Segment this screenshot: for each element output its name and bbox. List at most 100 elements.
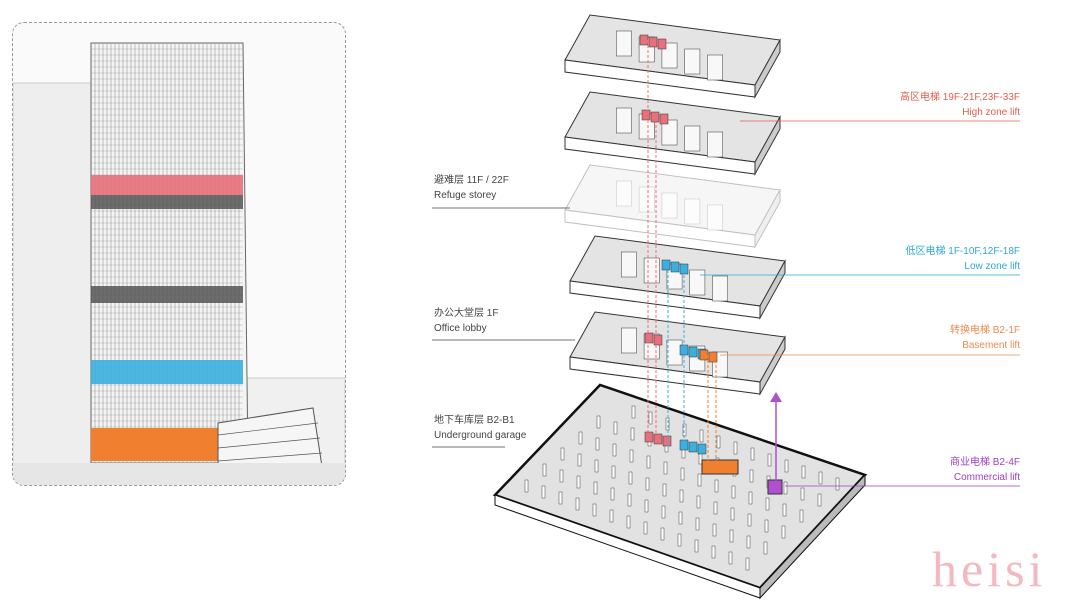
garage-column <box>593 481 598 495</box>
garage-column <box>733 441 738 455</box>
room-wall <box>615 30 632 57</box>
high-zone-lift-core <box>644 332 654 344</box>
room-wall <box>661 192 678 219</box>
floor-plate <box>564 164 781 236</box>
room-wall <box>707 54 723 81</box>
low-zone-lift-core <box>697 443 707 455</box>
slab-edge <box>759 473 866 600</box>
garage-column <box>626 515 631 529</box>
slab-edge <box>754 115 781 176</box>
garage-column <box>713 501 718 515</box>
garage-column <box>594 459 599 473</box>
garage-column <box>695 517 700 531</box>
room-wall <box>689 269 706 296</box>
garage-column <box>558 491 563 505</box>
garage-column <box>559 469 564 483</box>
high-zone-lift-core <box>650 111 660 123</box>
garage-column <box>643 521 648 535</box>
garage-column <box>560 447 565 461</box>
room-wall <box>707 131 723 158</box>
garage-column <box>801 465 806 479</box>
garage-column <box>576 475 581 489</box>
room-wall <box>643 257 660 284</box>
garage-column <box>524 479 529 493</box>
garage-column <box>728 551 733 565</box>
room-wall <box>684 198 701 225</box>
garage-column <box>784 459 789 473</box>
low-zone-lift-core <box>661 259 671 271</box>
garage-column <box>610 487 615 501</box>
low-zone-lift-core <box>688 346 698 358</box>
low-zone-lift-core <box>670 261 680 273</box>
high-zone-lift-core <box>641 109 651 121</box>
garage-column <box>542 463 547 477</box>
garage-column <box>596 415 601 429</box>
garage-column <box>648 411 653 425</box>
garage-column <box>660 527 665 541</box>
garage-column <box>677 533 682 547</box>
refuge-band-lower <box>91 286 243 303</box>
room-wall <box>684 48 701 75</box>
garage-column <box>694 539 699 553</box>
floor-low <box>569 235 786 320</box>
room-wall <box>707 204 723 231</box>
commercial-lift-core <box>767 479 783 495</box>
garage-column <box>630 427 635 441</box>
high-zone-lift-core <box>639 34 649 46</box>
low-zone-lift-core <box>679 263 689 275</box>
garage-column <box>629 449 634 463</box>
high-zone-lift-core <box>657 38 667 50</box>
garage-column <box>800 487 805 501</box>
garage-column <box>680 467 685 481</box>
garage-column <box>712 523 717 537</box>
garage-column <box>609 509 614 523</box>
garage-column <box>817 493 822 507</box>
garage-column <box>595 437 600 451</box>
floor-refuge <box>564 164 781 249</box>
garage-column <box>612 443 617 457</box>
garage-column <box>665 417 670 431</box>
garage-column <box>765 497 770 511</box>
garage-column <box>679 489 684 503</box>
high-zone-lift-core <box>644 431 654 443</box>
slab-edge <box>759 335 786 396</box>
garage-column <box>578 431 583 445</box>
garage-column <box>592 503 597 517</box>
garage-column <box>711 545 716 559</box>
garage-column <box>835 477 840 491</box>
floor-garage <box>492 383 868 600</box>
garage-column <box>628 471 633 485</box>
garage-column <box>699 429 704 443</box>
garage-column <box>662 483 667 497</box>
garage-column <box>663 461 668 475</box>
basement-lift-core <box>701 459 739 475</box>
garage-column <box>749 469 754 483</box>
floor-high <box>564 91 781 176</box>
watermark: heisi <box>932 541 1047 597</box>
room-wall <box>661 119 678 146</box>
garage-column <box>714 479 719 493</box>
room-wall <box>620 251 637 278</box>
garage-column <box>747 513 752 527</box>
garage-column <box>696 495 701 509</box>
tower-drawing <box>13 42 345 485</box>
slab-edge <box>754 38 781 99</box>
high-zone-band <box>91 175 243 195</box>
slab-edge <box>564 209 756 248</box>
garage-column <box>745 557 750 571</box>
garage-column <box>627 493 632 507</box>
high-zone-lift-core <box>662 435 672 447</box>
high-zone-lift-core <box>653 334 663 346</box>
garage-column <box>575 497 580 511</box>
garage-column <box>716 435 721 449</box>
garage-column <box>645 477 650 491</box>
low-zone-lift-core <box>688 441 698 453</box>
garage-column <box>783 481 788 495</box>
garage-column <box>646 455 651 469</box>
